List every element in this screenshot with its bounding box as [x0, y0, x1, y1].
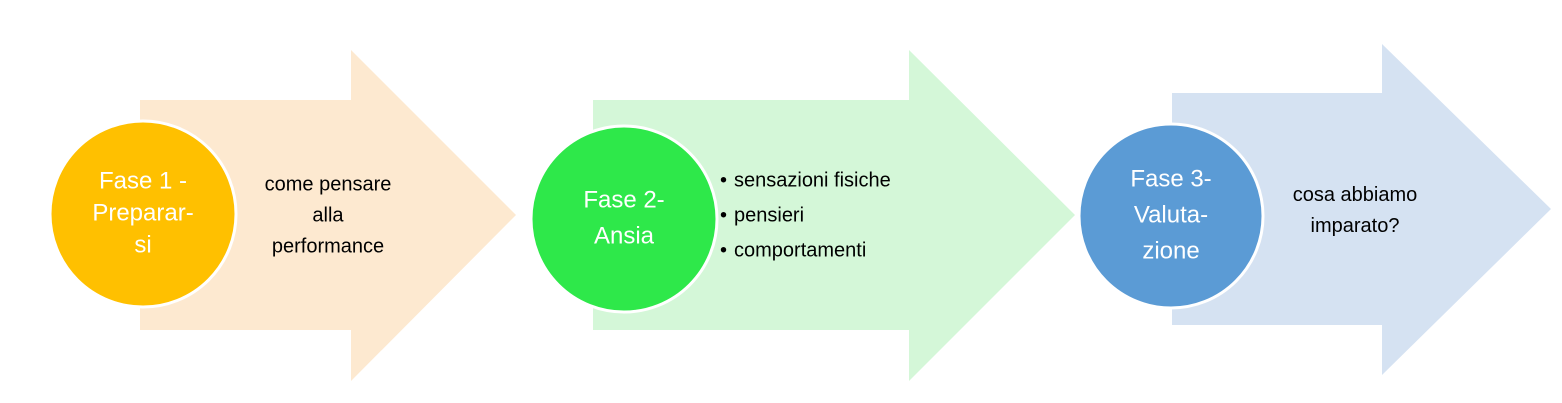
- process-step-2: Fase 2- Ansia • sensazioni fisiche • pensieri…: [529, 50, 1075, 381]
- phase-title: Fase 2-: [583, 186, 664, 213]
- phase-title: si: [134, 231, 151, 258]
- arrow-shape: [1172, 44, 1551, 375]
- phase-description: performance: [272, 235, 384, 257]
- phase-description: alla: [312, 204, 344, 226]
- arrow-shape: [593, 50, 1075, 381]
- phase-description: cosa abbiamo: [1293, 184, 1418, 206]
- bullet-item: sensazioni fisiche: [734, 169, 891, 191]
- phase-title: Valuta-: [1134, 201, 1208, 228]
- phase-description: come pensare: [265, 173, 392, 195]
- phase-title: Preparar-: [92, 199, 193, 226]
- bullet-icon: •: [720, 169, 727, 191]
- phase-description: imparato?: [1311, 215, 1400, 237]
- bullet-icon: •: [720, 204, 727, 226]
- arrow-shape: [140, 50, 516, 381]
- bullet-item: comportamenti: [734, 239, 866, 261]
- phase-title: zione: [1142, 237, 1199, 264]
- phase-circle: [48, 119, 238, 309]
- phase-title: Ansia: [594, 222, 655, 249]
- phase-title: Fase 1 -: [99, 167, 187, 194]
- process-step-3: Fase 3- Valuta-zione cosa abbiamo imparato?: [1077, 44, 1551, 375]
- process-step-1: Fase 1 - Preparar-si come pensare alla perfo…: [48, 50, 516, 381]
- phase-circle: [529, 124, 719, 314]
- bullet-icon: •: [720, 239, 727, 261]
- phase-circle: [1077, 122, 1265, 310]
- phase-title: Fase 3-: [1130, 165, 1211, 192]
- bullet-item: pensieri: [734, 204, 804, 226]
